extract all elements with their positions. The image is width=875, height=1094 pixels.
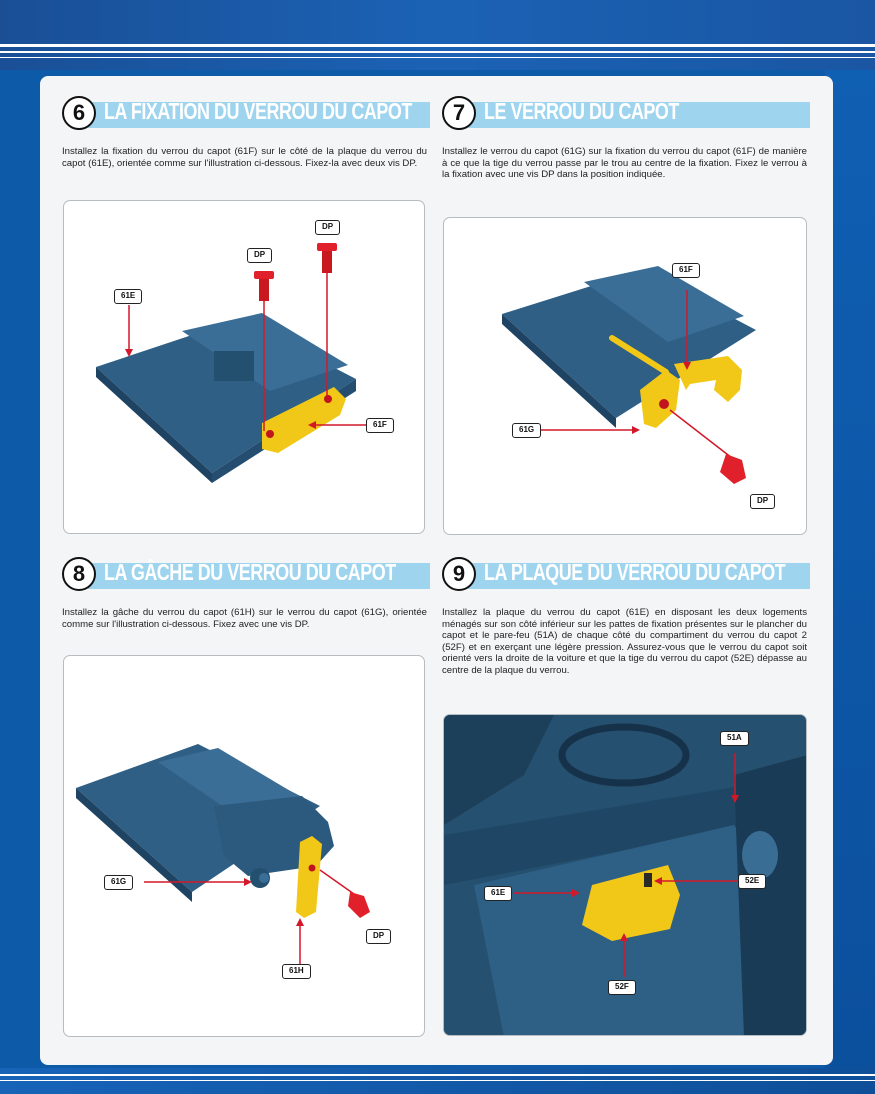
bottom-banner: [0, 1068, 875, 1094]
part-label-61e: 61E: [484, 886, 513, 901]
step-title: LE VERROU DU CAPOT: [484, 98, 679, 124]
arrowhead: [654, 877, 662, 885]
step-title: LA GÂCHE DU VERROU DU CAPOT: [104, 559, 396, 585]
latch-striker: [296, 836, 322, 918]
step-title: LA PLAQUE DU VERROU DU CAPOT: [484, 559, 786, 585]
arrowhead: [731, 795, 739, 803]
step-illustration: 61F 61G DP: [443, 217, 807, 535]
arrowhead: [296, 918, 304, 926]
lock-plate-boss: [214, 351, 254, 381]
lock-plate-edge: [502, 314, 616, 428]
title-band: [468, 102, 810, 128]
dashboard: [444, 775, 806, 885]
screw-dp: [348, 892, 370, 918]
guide-line: [319, 869, 355, 895]
step-number: 6: [62, 96, 96, 130]
seat: [444, 715, 554, 825]
steering-wheel: [558, 723, 690, 787]
part-label-dp: DP: [750, 494, 776, 509]
lock-plate-edge: [96, 367, 212, 483]
step-number: 9: [442, 557, 476, 591]
assembly-drawing: [76, 744, 370, 964]
guide-line: [669, 409, 733, 459]
screw-shaft: [259, 279, 269, 301]
part-label-dp: DP: [315, 220, 341, 235]
part-label-61g: 61G: [104, 875, 134, 890]
screw-hole: [308, 864, 316, 872]
arrowhead: [308, 421, 316, 429]
screw-head: [317, 243, 337, 251]
assembly-drawing: [502, 266, 756, 484]
part-label-52f: 52F: [608, 980, 636, 995]
screw-hole: [324, 395, 332, 403]
part-label-61g: 61G: [512, 423, 542, 438]
firewall: [734, 755, 806, 1035]
latch-pivot: [259, 873, 269, 883]
step-title: LA FIXATION DU VERROU DU CAPOT: [104, 98, 412, 124]
arrowhead: [572, 889, 580, 897]
screw-hole: [659, 399, 669, 409]
arrowhead: [683, 362, 691, 370]
latch-bracket: [674, 356, 742, 402]
part-label-61e: 61E: [114, 289, 143, 304]
right-border: [825, 70, 875, 1094]
step-8: 8 LA GÂCHE DU VERROU DU CAPOT Installez …: [62, 557, 430, 1039]
step-description: Installez la plaque du verrou du capot (…: [442, 607, 807, 676]
part-label-61f: 61F: [672, 263, 700, 278]
lock-plate-ridge: [182, 313, 348, 391]
part-label-dp: DP: [247, 248, 273, 263]
part-label-61h: 61H: [282, 964, 311, 979]
headlight-housing: [742, 831, 778, 879]
screw-hole: [266, 430, 274, 438]
arrowhead: [620, 933, 628, 941]
instruction-page: 6 LA FIXATION DU VERROU DU CAPOT Install…: [40, 76, 833, 1065]
step-number: 8: [62, 557, 96, 591]
top-stripe: [0, 51, 875, 53]
bottom-stripe: [0, 1074, 875, 1076]
step-photo: 51A 61E 52E 52F: [443, 714, 807, 1036]
step-header: 6 LA FIXATION DU VERROU DU CAPOT: [62, 96, 430, 130]
top-stripe: [0, 57, 875, 58]
bottom-stripe: [0, 1080, 875, 1081]
latch-bracket: [262, 387, 346, 453]
step-9: 9 LA PLAQUE DU VERROU DU CAPOT Installez…: [442, 557, 810, 1039]
arrowhead: [125, 349, 133, 357]
step-6: 6 LA FIXATION DU VERROU DU CAPOT Install…: [62, 96, 430, 536]
step-illustration: 61E DP DP 61F: [63, 200, 425, 534]
lock-plate-edge: [76, 788, 192, 902]
part-label-61f: 61F: [366, 418, 394, 433]
step-header: 8 LA GÂCHE DU VERROU DU CAPOT: [62, 557, 430, 591]
screw-head: [254, 271, 274, 279]
step-header: 7 LE VERROU DU CAPOT: [442, 96, 810, 130]
part-label-dp: DP: [366, 929, 392, 944]
hood-latch: [640, 370, 680, 428]
arrowhead: [632, 426, 640, 434]
step-number: 7: [442, 96, 476, 130]
step-illustration: 61G DP 61H: [63, 655, 425, 1037]
step-description: Installez la fixation du verrou du capot…: [62, 146, 427, 169]
step-7: 7 LE VERROU DU CAPOT Installez le verrou…: [442, 96, 810, 536]
step-description: Installez le verrou du capot (61G) sur l…: [442, 146, 807, 181]
title-band: [88, 563, 430, 589]
latch-rod: [609, 335, 669, 375]
step-header: 9 LA PLAQUE DU VERROU DU CAPOT: [442, 557, 810, 591]
screw-shaft: [322, 251, 332, 273]
part-label-52e: 52E: [738, 874, 767, 889]
step-description: Installez la gâche du verrou du capot (6…: [62, 607, 427, 630]
lock-plate-ridge: [584, 266, 744, 342]
title-band: [88, 102, 430, 128]
part-label-51a: 51A: [720, 731, 749, 746]
top-stripe: [0, 44, 875, 47]
lock-plate-61e: [582, 865, 680, 941]
top-banner: [0, 0, 875, 70]
title-band: [468, 563, 810, 589]
screw-dp: [720, 454, 746, 484]
latch-rod-52e: [644, 873, 652, 887]
assembly-drawing: [96, 243, 366, 483]
arrowhead: [244, 878, 252, 886]
